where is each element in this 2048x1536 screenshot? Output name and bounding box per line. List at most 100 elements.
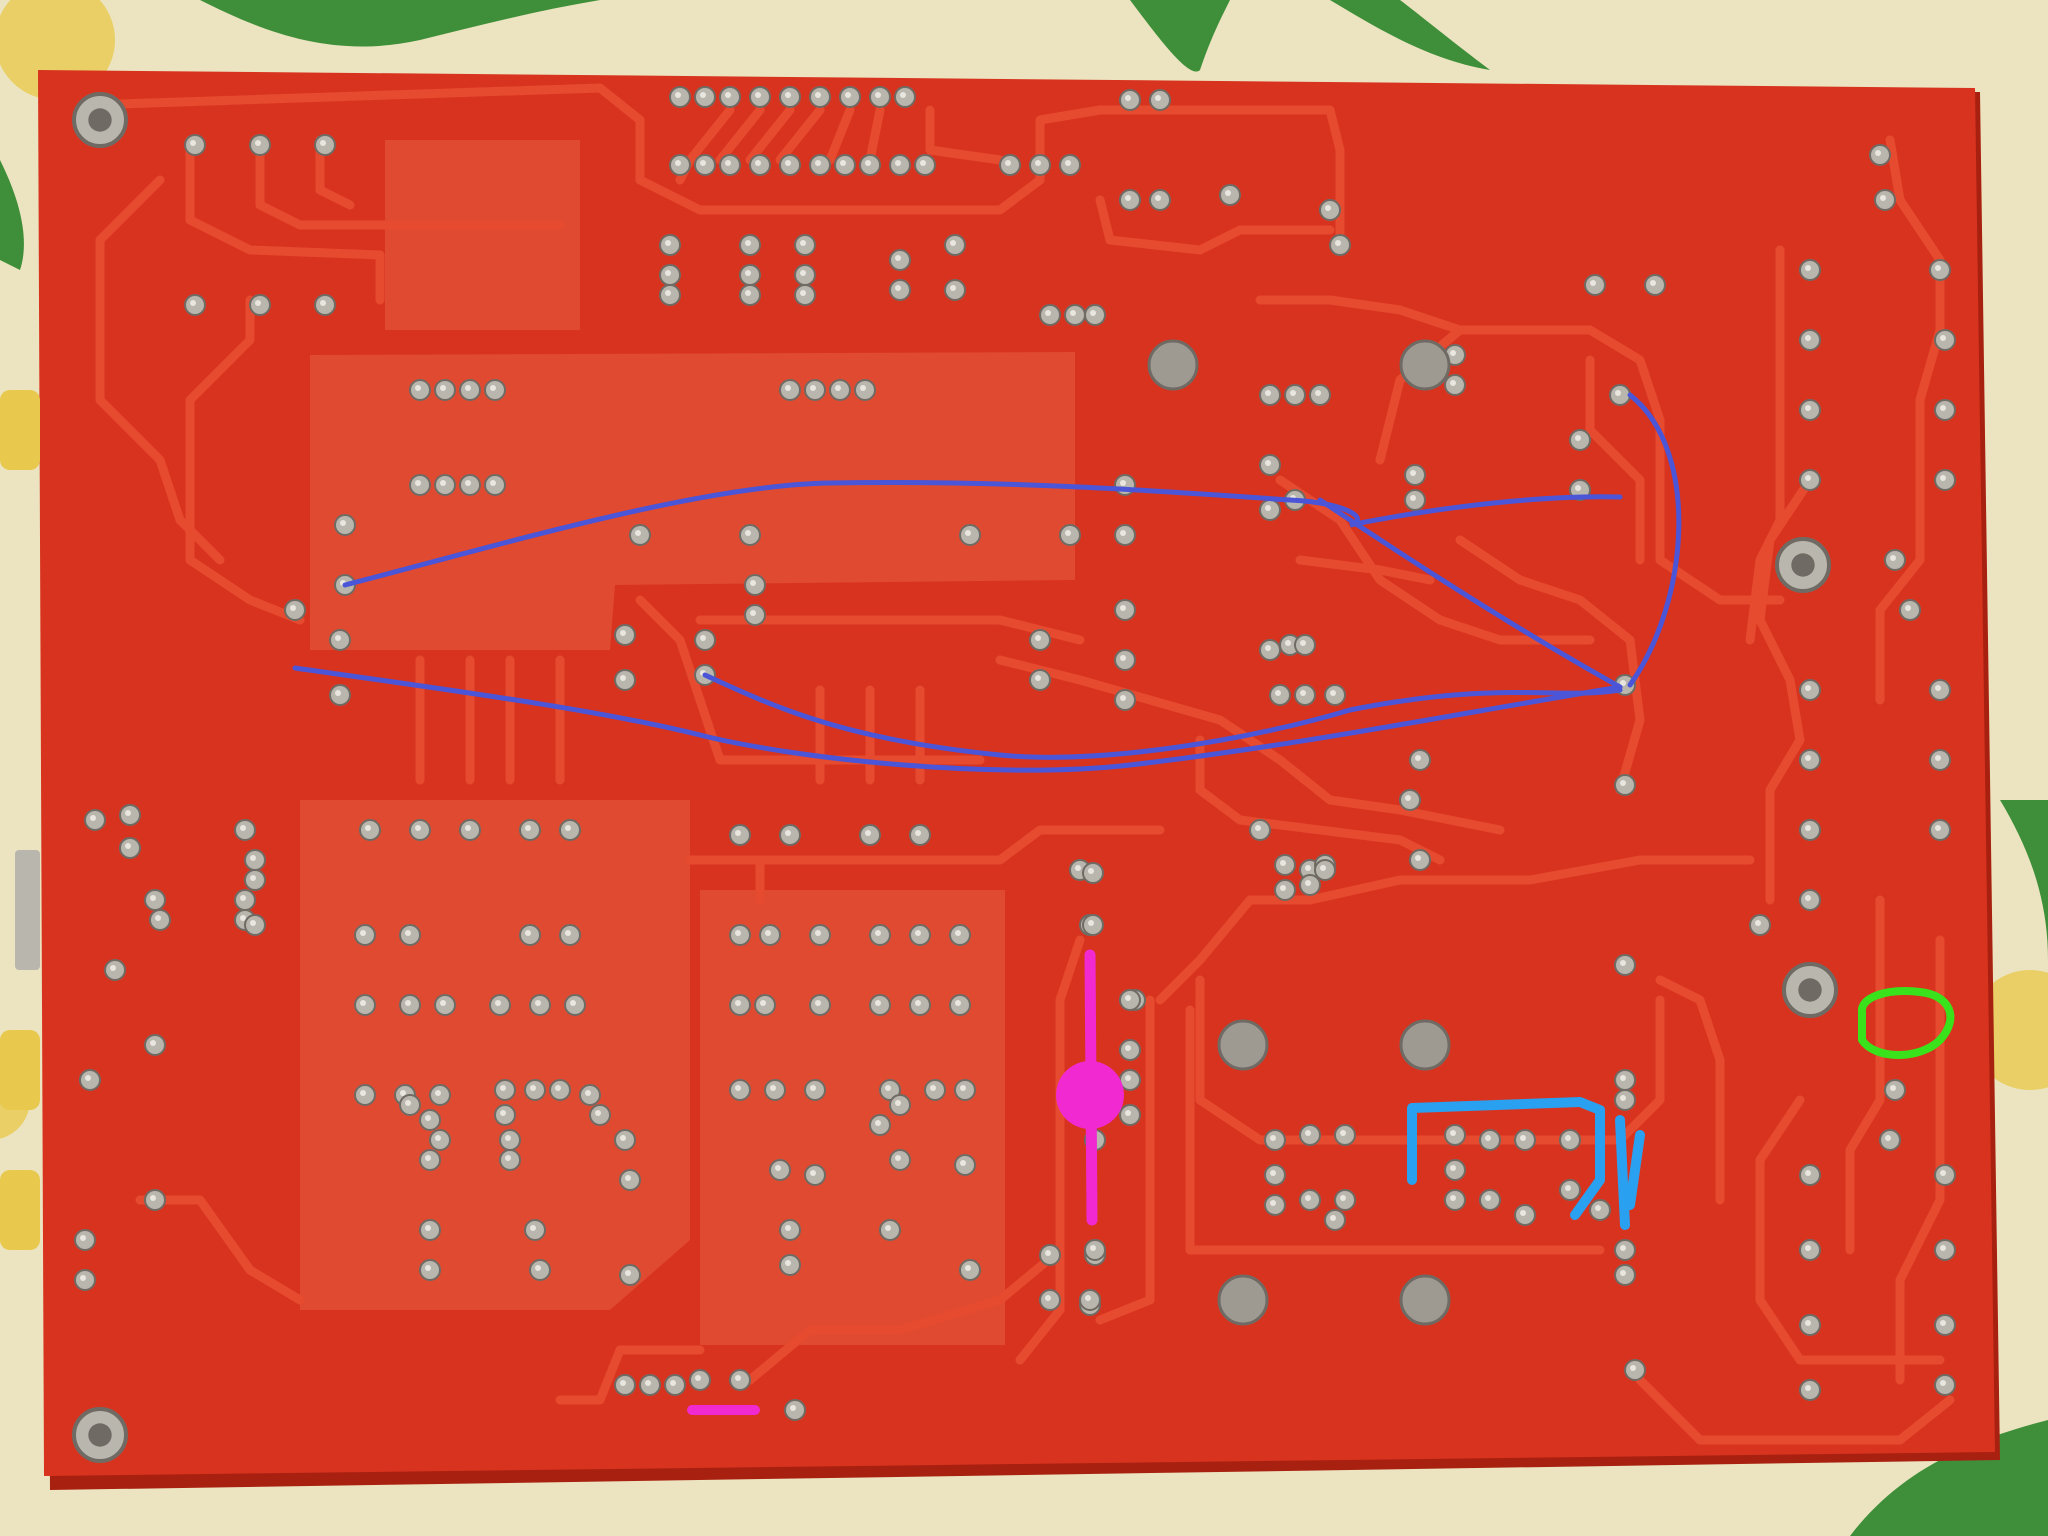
solder-pad-highlight: [1070, 310, 1076, 316]
solder-pad-highlight: [1035, 675, 1041, 681]
solder-pad-highlight: [620, 1135, 626, 1141]
solder-pad-highlight: [735, 1375, 741, 1381]
solder-pad-highlight: [1415, 855, 1421, 861]
solder-pad-highlight: [110, 965, 116, 971]
solder-pad-highlight: [1265, 390, 1271, 396]
solder-pad-highlight: [810, 1085, 816, 1091]
solder-pad-highlight: [1125, 1110, 1131, 1116]
mounting-hole: [1798, 978, 1822, 1002]
mounting-hole: [1791, 553, 1815, 577]
solder-pad-highlight: [1120, 695, 1126, 701]
copper-fill-left-bottom: [300, 800, 690, 1310]
solder-pad-highlight: [1405, 795, 1411, 801]
solder-pad-highlight: [745, 290, 751, 296]
solder-pad-highlight: [785, 830, 791, 836]
solder-pad-highlight: [85, 1075, 91, 1081]
solder-pad-highlight: [920, 160, 926, 166]
solder-pad-highlight: [1940, 1380, 1946, 1386]
solder-pad-highlight: [505, 1135, 511, 1141]
solder-pad-highlight: [900, 92, 906, 98]
solder-pad-highlight: [800, 270, 806, 276]
solder-pad-highlight: [360, 1090, 366, 1096]
solder-pad-highlight: [1330, 1215, 1336, 1221]
solder-pad-highlight: [735, 1000, 741, 1006]
solder-pad-highlight: [565, 825, 571, 831]
solder-pad-highlight: [1805, 265, 1811, 271]
solder-pad-highlight: [150, 1040, 156, 1046]
solder-pad-highlight: [1410, 470, 1416, 476]
solder-pad-highlight: [365, 825, 371, 831]
solder-pad-highlight: [1450, 1130, 1456, 1136]
solder-pad-highlight: [1325, 205, 1331, 211]
solder-pad-highlight: [1045, 1250, 1051, 1256]
screw-head: [1147, 339, 1199, 391]
solder-pad-highlight: [1940, 1170, 1946, 1176]
solder-pad-highlight: [750, 610, 756, 616]
solder-pad-highlight: [415, 385, 421, 391]
solder-pad-highlight: [725, 160, 731, 166]
solder-pad-highlight: [810, 385, 816, 391]
solder-pad-highlight: [625, 1175, 631, 1181]
solder-pad-highlight: [1090, 310, 1096, 316]
solder-pad-highlight: [845, 92, 851, 98]
solder-pad-highlight: [840, 160, 846, 166]
magenta-mark-blob: [1056, 1061, 1124, 1129]
solder-pad-highlight: [735, 830, 741, 836]
solder-pad-highlight: [955, 1000, 961, 1006]
solder-pad-highlight: [1035, 635, 1041, 641]
solder-pad-highlight: [1890, 1085, 1896, 1091]
solder-pad-highlight: [125, 843, 131, 849]
solder-pad-highlight: [950, 240, 956, 246]
solder-pad-highlight: [1340, 1195, 1346, 1201]
solder-pad-highlight: [320, 140, 326, 146]
solder-pad-highlight: [505, 1155, 511, 1161]
solder-pad-highlight: [1335, 240, 1341, 246]
user-annotations: [687, 949, 1955, 1415]
screw-head: [1217, 1274, 1269, 1326]
solder-pad-highlight: [1755, 920, 1761, 926]
solder-pad-highlight: [340, 520, 346, 526]
solder-pad-highlight: [415, 480, 421, 486]
solder-pad-highlight: [1155, 95, 1161, 101]
solder-pad-highlight: [525, 930, 531, 936]
solder-pad-highlight: [1620, 1075, 1626, 1081]
solder-pad-highlight: [535, 1265, 541, 1271]
mounting-hole: [88, 1423, 112, 1447]
solder-pad-highlight: [1805, 1170, 1811, 1176]
solder-pad-highlight: [1805, 335, 1811, 341]
blue-wire-3: [702, 672, 1623, 760]
solder-pad-highlight: [1075, 865, 1081, 871]
rca-jack-top: [0, 390, 40, 470]
solder-pad-highlight: [1090, 1245, 1096, 1251]
solder-pad-highlight: [1120, 605, 1126, 611]
solder-pad-highlight: [465, 825, 471, 831]
solder-pad-highlight: [530, 1085, 536, 1091]
solder-pad-highlight: [755, 92, 761, 98]
solder-pad-highlight: [895, 285, 901, 291]
solder-pad-highlight: [1520, 1210, 1526, 1216]
solder-pad-highlight: [620, 630, 626, 636]
solder-pad-highlight: [250, 920, 256, 926]
solder-pad-highlight: [800, 290, 806, 296]
solder-pad-highlight: [1450, 380, 1456, 386]
solder-pad-highlight: [1088, 920, 1094, 926]
solder-pad-highlight: [90, 815, 96, 821]
solder-pad-highlight: [1330, 690, 1336, 696]
solder-pad-highlight: [1065, 160, 1071, 166]
solder-pad-highlight: [965, 530, 971, 536]
solder-pad-highlight: [1275, 690, 1281, 696]
solder-pad-highlight: [1155, 195, 1161, 201]
solder-pad-highlight: [565, 930, 571, 936]
solder-pad-highlight: [1120, 480, 1126, 486]
solder-pad-highlight: [915, 830, 921, 836]
solder-pad-highlight: [1045, 1295, 1051, 1301]
solder-pad-highlight: [465, 385, 471, 391]
solder-pad-highlight: [405, 1000, 411, 1006]
solder-pad-highlight: [785, 92, 791, 98]
solder-pad-highlight: [645, 1380, 651, 1386]
solder-pad-highlight: [335, 635, 341, 641]
solder-pad-highlight: [490, 480, 496, 486]
usb-connector: [15, 850, 40, 970]
solder-pad-highlight: [1575, 435, 1581, 441]
